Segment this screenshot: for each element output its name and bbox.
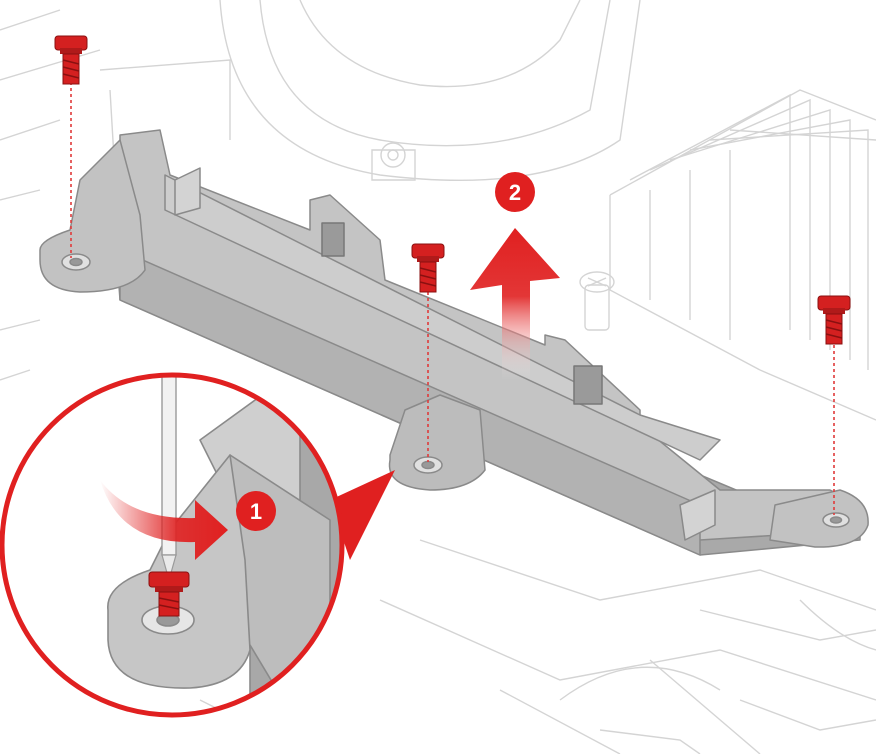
- step-2-badge: 2: [495, 172, 535, 212]
- magnifier-callout: [0, 372, 345, 718]
- curved-arrow-icon: [100, 480, 228, 560]
- screw-icon: [148, 571, 190, 617]
- lift-arrow-icon: [470, 228, 560, 380]
- screw-icon: [411, 243, 445, 293]
- step-1-badge: 1: [236, 491, 276, 531]
- callout-pointer: [330, 470, 395, 560]
- screw-icon: [54, 35, 88, 85]
- screw-right: [817, 295, 851, 515]
- bracket: [39, 129, 869, 556]
- step-2-number: 2: [509, 180, 521, 205]
- screwdriver-icon: [161, 375, 177, 583]
- screw-top-left: [54, 35, 88, 258]
- screw-middle: [411, 243, 445, 462]
- step-1-number: 1: [250, 499, 262, 524]
- screw-icon: [817, 295, 851, 345]
